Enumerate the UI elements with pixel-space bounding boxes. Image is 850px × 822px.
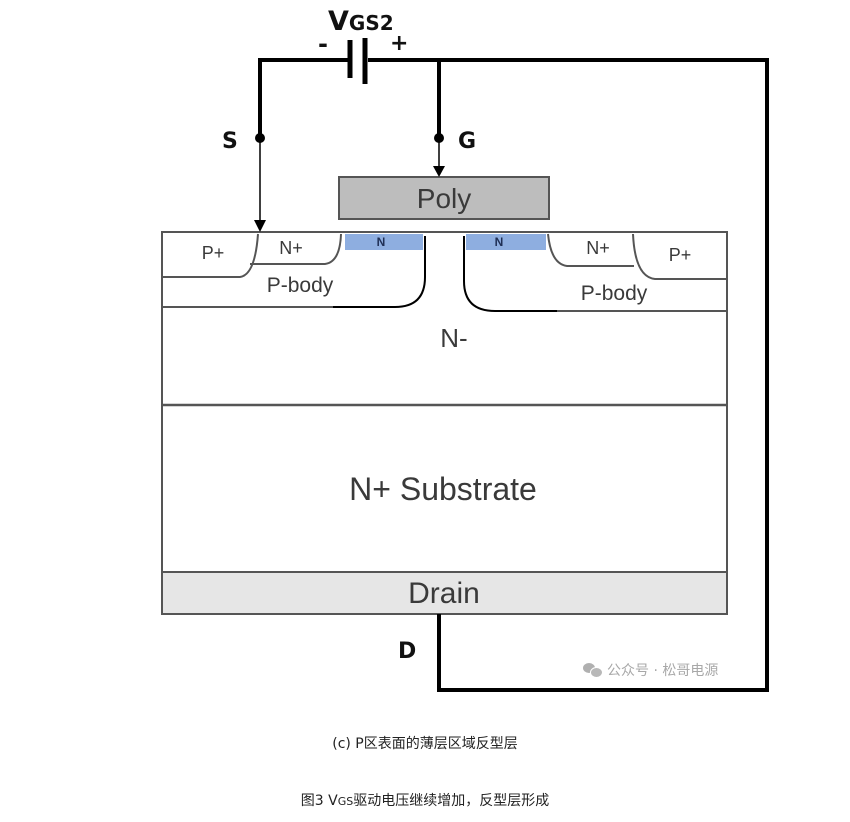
p-plus-right-label: P+ — [669, 245, 692, 265]
device-outline — [161, 231, 728, 615]
drain-terminal-label: D — [398, 639, 416, 664]
plus-sign: + — [390, 31, 408, 56]
n-channel-right-label: N — [495, 235, 504, 249]
figure-caption-prefix: 图3 V — [300, 793, 338, 809]
watermark: 公众号 · 松哥电源 — [583, 660, 718, 680]
watermark-text: 公众号 · 松哥电源 — [607, 663, 719, 679]
wechat-icon — [583, 663, 603, 678]
drift-label: N- — [440, 323, 467, 353]
n-plus-right-label: N+ — [586, 238, 610, 258]
figure-caption-sub: GS — [337, 795, 354, 808]
inversion-layer-right — [466, 234, 546, 250]
figure-caption: 图3 VGS驱动电压继续增加，反型层形成 — [0, 790, 850, 810]
substrate-label: N+ Substrate — [349, 471, 537, 507]
sub-caption: (c) P区表面的薄层区域反型层 — [332, 736, 518, 752]
p-plus-left-boundary — [162, 233, 259, 278]
drain-layer-label: Drain — [408, 577, 480, 610]
inversion-layer-left — [345, 234, 423, 250]
n-channel-left-label: N — [377, 235, 386, 249]
minus-sign: - — [318, 30, 328, 58]
figure-caption-rest: 驱动电压继续增加，反型层形成 — [353, 793, 550, 809]
source-arrow-icon — [254, 220, 266, 232]
n-plus-left-boundary — [250, 233, 342, 265]
p-body-left-label: P-body — [267, 274, 334, 297]
p-body-right-label: P-body — [581, 282, 648, 305]
n-plus-left-label: N+ — [279, 238, 303, 258]
drain-layer — [161, 571, 728, 615]
wire-battery-to-drain — [368, 58, 769, 692]
vgs-label: VGS2 — [328, 6, 394, 37]
channel-edge-left — [333, 236, 426, 308]
gate-terminal-label: G — [458, 129, 476, 154]
gate-arrow-icon — [433, 166, 445, 177]
p-plus-left-label: P+ — [202, 243, 225, 263]
poly-gate — [338, 176, 550, 220]
source-terminal-label: S — [222, 129, 238, 154]
channel-edge-right — [463, 236, 557, 312]
wire-source-to-battery — [258, 58, 348, 138]
p-plus-right-boundary — [632, 233, 727, 280]
poly-label: Poly — [417, 183, 471, 214]
n-plus-right-boundary — [547, 233, 634, 267]
